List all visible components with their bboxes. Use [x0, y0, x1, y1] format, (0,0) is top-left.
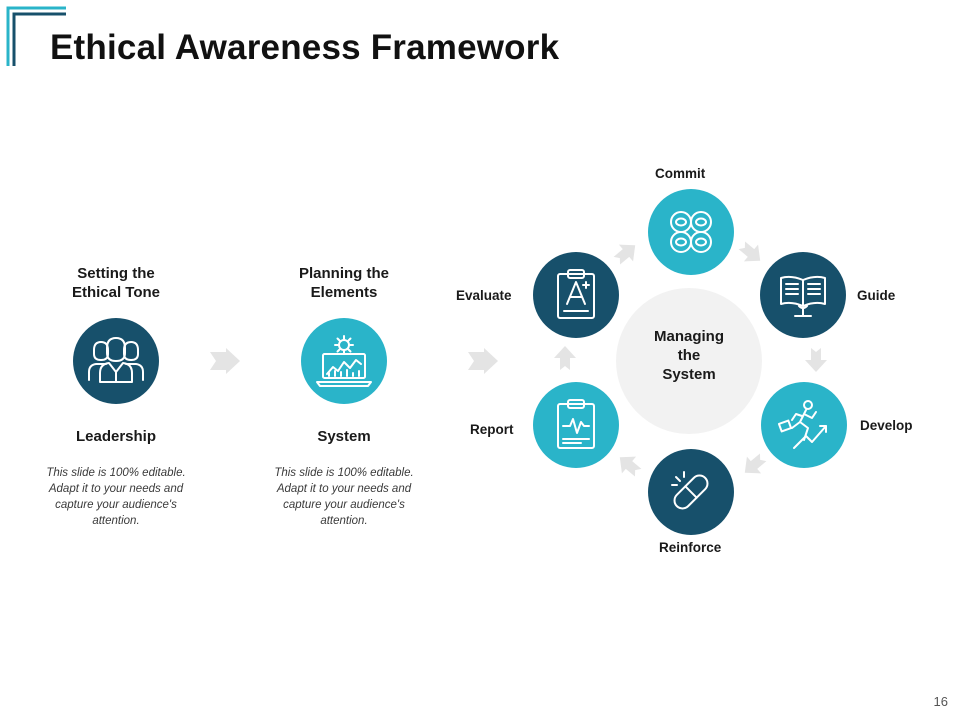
cycle-label-develop: Develop: [860, 418, 913, 433]
cycle-node-develop: [761, 382, 847, 468]
cycle-label-evaluate: Evaluate: [456, 288, 512, 303]
corner-accent-icon: [6, 6, 66, 66]
step-heading-1: Setting the Ethical Tone: [71, 265, 161, 301]
cycle-arrow-icon: [554, 346, 576, 370]
step-label-2: System: [317, 428, 371, 445]
cycle-arrow-icon: [738, 241, 761, 262]
capsule-icon: [671, 471, 709, 510]
cycle-arrow-icon: [805, 348, 827, 372]
cycle-node-guide: [760, 252, 846, 338]
step-label-1: Leadership: [75, 428, 157, 445]
book-icon: [780, 275, 826, 317]
cycle-arrow-icon: [744, 453, 767, 474]
page-number: 16: [933, 694, 948, 709]
clipboard-pulse-icon: [557, 399, 595, 449]
step-heading-2: Planning the Elements: [299, 265, 389, 301]
team-people-icon: [88, 337, 144, 383]
step-description-2: This slide is 100% editable. Adapt it to…: [274, 467, 414, 527]
runner-growth-icon: [777, 400, 827, 449]
laptop-chart-gear-icon: [316, 335, 372, 387]
cycle-label-commit: Commit: [655, 166, 706, 181]
step-circle-system: [301, 318, 387, 404]
arrow-right-icon: [210, 348, 240, 374]
cycle-label-guide: Guide: [857, 288, 896, 303]
arrow-right-icon: [468, 348, 498, 374]
clipboard-grade-icon: [557, 269, 595, 319]
cells-icon: [670, 211, 712, 253]
hub-label: Managing the System: [654, 328, 724, 383]
step-description-1: This slide is 100% editable. Adapt it to…: [46, 467, 186, 527]
cycle-node-commit: [648, 189, 734, 275]
step-circle-leadership: [73, 318, 159, 404]
cycle-arrow-icon: [613, 244, 636, 265]
cycle-node-evaluate: [533, 252, 619, 338]
cycle-arrow-icon: [619, 456, 642, 477]
cycle-label-reinforce: Reinforce: [659, 540, 722, 555]
cycle-node-reinforce: [648, 449, 734, 535]
cycle-label-report: Report: [470, 422, 514, 437]
cycle-node-report: [533, 382, 619, 468]
cycle-hub: [616, 288, 762, 434]
page-title: Ethical Awareness Framework: [50, 28, 560, 67]
